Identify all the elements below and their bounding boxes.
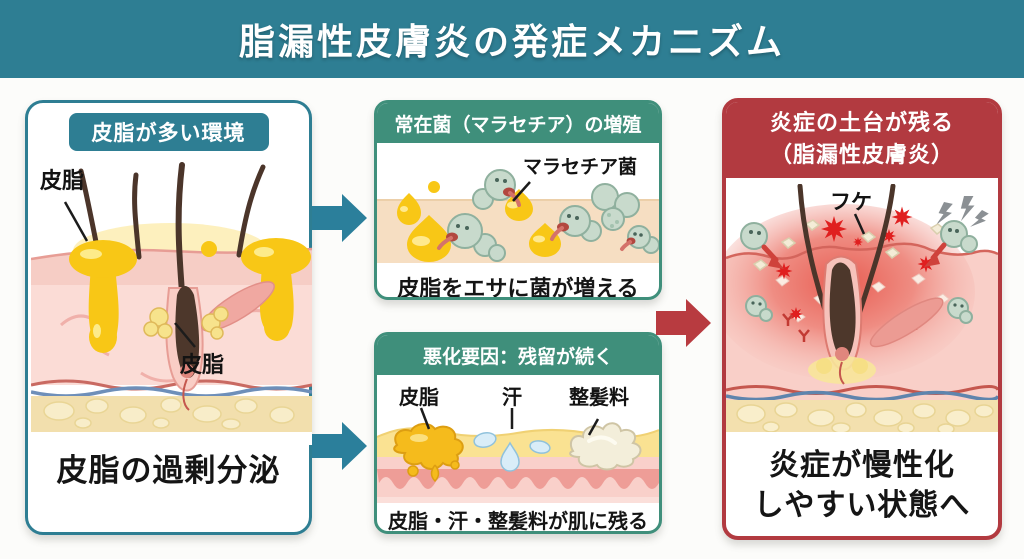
hair-follicle: [175, 286, 200, 378]
residue-illustration: [377, 407, 659, 503]
arrow-right-icon: [312, 422, 367, 470]
leader-lines: [419, 407, 600, 436]
sweat-drops: [473, 432, 551, 472]
malassezia-bacteria: [740, 220, 978, 324]
panel-malassezia-header: 常在菌（マラセチア）の増殖: [377, 103, 659, 143]
styling-product-blob: [569, 422, 642, 471]
leader-line: [63, 201, 89, 242]
papilla: [180, 364, 194, 378]
arrector-pili-muscle: [869, 297, 944, 348]
panel-inflammation-header-line1: 炎症の土台が残る: [769, 111, 954, 137]
label-sebum-gland: 皮脂: [180, 353, 225, 378]
bacteria-feeding-illustration: [377, 169, 659, 263]
inflamed-wave-layer: [377, 469, 659, 489]
caption-excess-sebum: 皮脂の過剰分泌: [56, 453, 281, 489]
fat-cells: [43, 397, 295, 430]
label-malassezia: マラセチア菌: [523, 156, 638, 178]
leader-line: [512, 181, 531, 202]
label-dandruff: フケ: [830, 190, 872, 214]
panel-inflammation-header: 炎症の土台が残る （脂漏性皮膚炎）: [726, 102, 998, 178]
blood-vessel-blue: [31, 386, 312, 398]
caption-chronic-line2: しやすい状態へ: [753, 488, 971, 523]
blood-vessel-blue: [726, 390, 998, 402]
caption-chronic-line1: 炎症が慢性化: [769, 448, 955, 483]
panel-inflammation-header-line2: （脂漏性皮膚炎）: [769, 143, 954, 168]
panel-sebum-environment: 皮脂が多い環境: [25, 100, 312, 535]
hair-follicle: [829, 262, 856, 359]
panel-residue-header: 悪化要因：残留が続く: [377, 335, 659, 375]
malassezia-bacteria: [437, 169, 659, 262]
panel-malassezia-growth: 常在菌（マラセチア）の増殖: [374, 100, 662, 300]
page-title: 脂漏性皮膚炎の発症メカニズム: [238, 22, 785, 63]
label-sweat: 汗: [502, 385, 522, 409]
sebum-splat: [393, 423, 464, 483]
arrow-right-icon: [312, 194, 367, 242]
panel-residue-factors: 悪化要因：残留が続く 皮脂 汗 整髪料: [374, 332, 662, 534]
label-sebum: 皮脂: [399, 385, 439, 409]
label-styling-product: 整髪料: [569, 385, 629, 409]
label-sebum-surface: 皮脂: [40, 169, 85, 194]
skin-cross-section-illustration: [31, 162, 312, 445]
leader-line: [853, 213, 866, 235]
arrow-right-icon: [656, 299, 711, 347]
panel-sebum-environment-header: 皮脂が多い環境: [68, 113, 269, 151]
title-band: 脂漏性皮膚炎の発症メカニズム: [0, 0, 1024, 78]
leader-line: [174, 322, 196, 348]
sebum-blobs: [69, 238, 311, 353]
fat-cells: [736, 402, 994, 435]
caption-bacteria-feed: 皮脂をエサに菌が増える: [397, 277, 639, 300]
sebaceous-gland: [143, 306, 229, 340]
caption-residue: 皮脂・汗・整髪料が肌に残る: [388, 509, 648, 533]
inflamed-skin-illustration: [726, 184, 998, 436]
blood-vessel-red: [726, 385, 998, 395]
panel-inflammation-result: 炎症の土台が残る （脂漏性皮膚炎）: [722, 98, 1002, 540]
